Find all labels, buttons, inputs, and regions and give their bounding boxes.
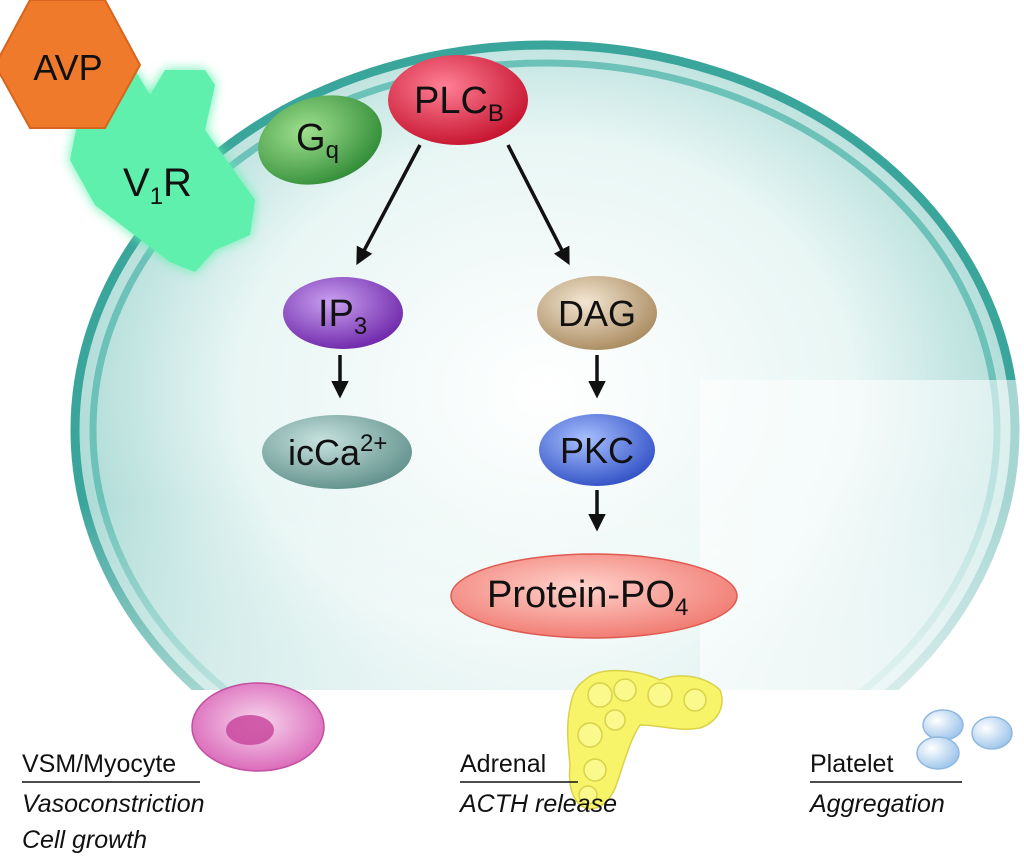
pkc-node: PKC: [539, 414, 655, 486]
dag-ellipse: [537, 276, 657, 350]
avp-label: AVP: [33, 47, 102, 88]
gq-label: Gq: [296, 117, 339, 164]
adrenal-gland-icon: [566, 669, 723, 810]
cell: [0, 40, 1024, 857]
vsm-effect-vasoconstriction: Vasoconstriction: [22, 790, 205, 818]
protein-po4-node: Protein-PO4: [450, 553, 738, 639]
avp-hexagon: [0, 0, 142, 129]
myocyte-cell-icon: [191, 682, 325, 772]
plcb-ellipse: [388, 55, 528, 145]
platelet-title: Platelet: [810, 750, 894, 778]
platelet-effect-aggregation: Aggregation: [810, 790, 945, 818]
icca-ellipse: [262, 415, 412, 489]
pathway-arrows: [331, 144, 606, 532]
dag-label: DAG: [558, 293, 636, 334]
receptor-label: V1R: [123, 161, 192, 210]
adrenal-title: Adrenal: [460, 750, 547, 778]
arrow-plcb-to-ip3: [356, 144, 422, 266]
gq-protein: Gq: [258, 95, 382, 185]
ip3-ellipse: [283, 277, 403, 349]
ip3-label: IP3: [318, 293, 367, 340]
protein-po4-label: Protein-PO4: [487, 574, 688, 621]
receptor-shape: [70, 70, 255, 272]
protein-po4-ellipse: [450, 553, 738, 639]
plcb-enzyme: PLCB: [388, 55, 528, 145]
plcb-label: PLCB: [414, 80, 504, 127]
gq-ellipse: [258, 95, 382, 185]
avp-ligand: AVP: [0, 0, 142, 129]
v1r-receptor: V1R: [70, 70, 255, 272]
pkc-label: PKC: [560, 430, 634, 471]
vsm-title: VSM/Myocyte: [22, 750, 177, 778]
pkc-ellipse: [539, 414, 655, 486]
ip3-node: IP3: [283, 277, 403, 349]
arrow-plcb-to-dag: [506, 144, 570, 266]
icca-label: icCa2+: [288, 430, 387, 473]
icca-node: icCa2+: [262, 415, 412, 489]
vsm-effect-cell-growth: Cell growth: [22, 826, 148, 854]
dag-node: DAG: [537, 276, 657, 350]
adrenal-effect-acth-release: ACTH release: [460, 790, 617, 818]
platelet-cluster-icon: [916, 709, 1013, 770]
